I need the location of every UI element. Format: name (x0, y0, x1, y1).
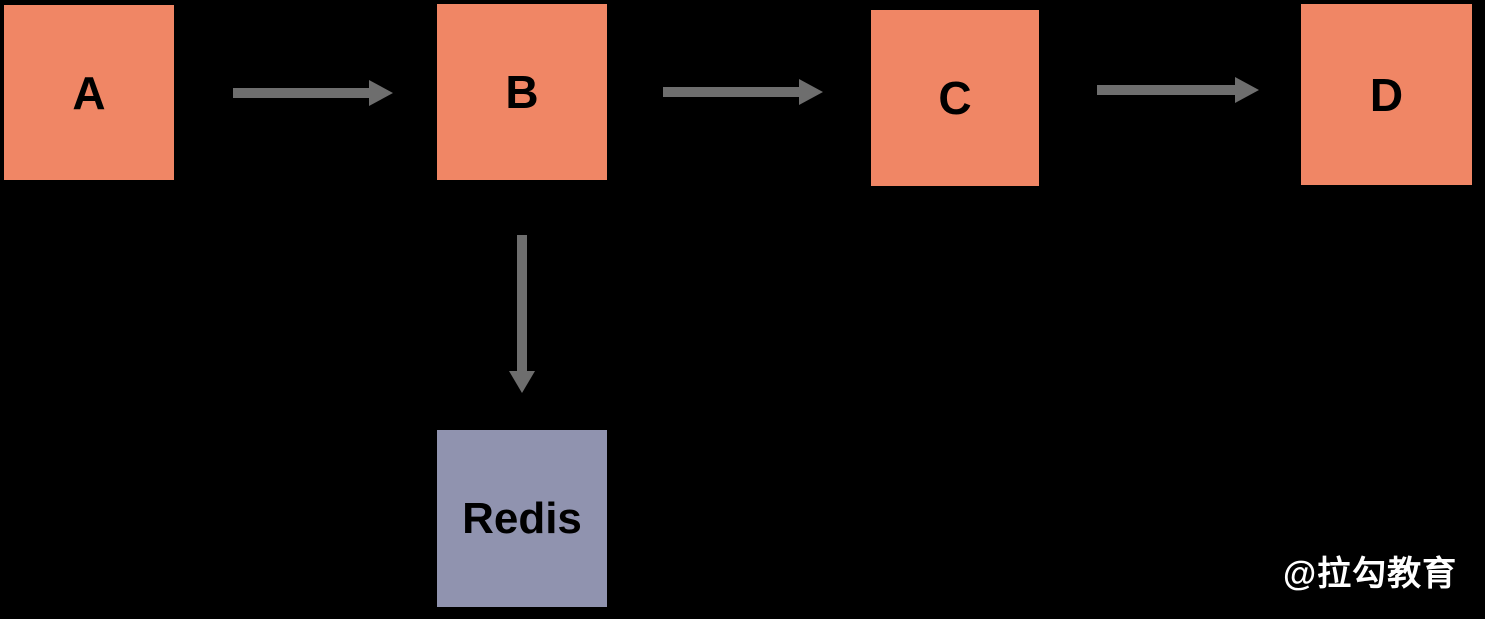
arrow-shaft (663, 87, 799, 97)
arrow-a-to-b-icon (233, 80, 393, 106)
node-d: D (1301, 4, 1472, 185)
arrow-head (799, 79, 823, 105)
arrow-b-to-redis-icon (509, 235, 535, 393)
node-b: B (437, 4, 607, 180)
arrow-head (369, 80, 393, 106)
node-a: A (4, 5, 174, 180)
node-d-label: D (1369, 68, 1404, 121)
node-redis-label: Redis (462, 493, 582, 543)
node-c-label: C (938, 72, 972, 124)
watermark: @拉勾教育 (1283, 555, 1458, 593)
arrow-shaft (517, 235, 527, 371)
arrow-head (509, 371, 535, 393)
arrow-shaft (233, 88, 369, 98)
arrow-head (1235, 77, 1259, 103)
node-b-label: B (505, 66, 539, 118)
arrow-c-to-d-icon (1097, 77, 1259, 103)
node-a-label: A (72, 66, 106, 119)
arrow-b-to-c-icon (663, 79, 823, 105)
node-redis: Redis (437, 430, 607, 607)
arrow-shaft (1097, 85, 1235, 95)
node-c: C (871, 10, 1039, 186)
